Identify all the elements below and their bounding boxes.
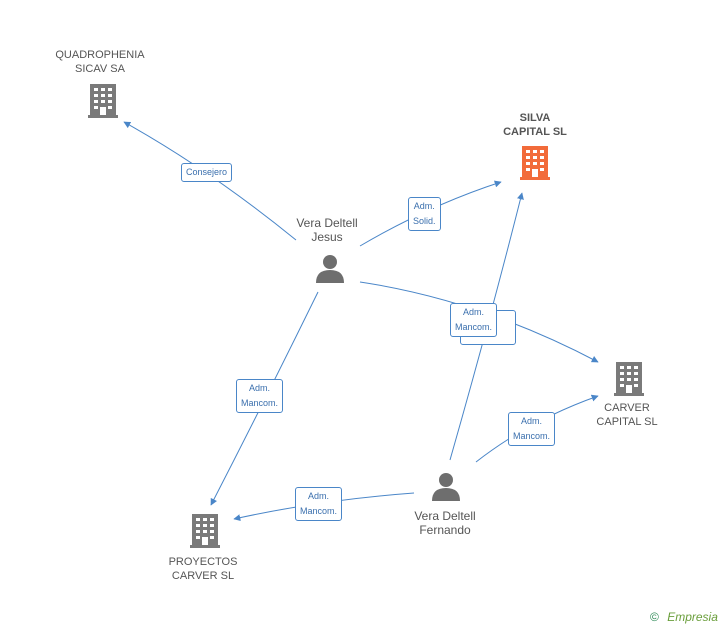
- edge-label-text: Adm.: [308, 491, 330, 501]
- edge-label-adm-solid[interactable]: Adm. Solid.: [408, 197, 441, 231]
- edge-label-adm-mancom-jesus-carver[interactable]: Adm. Mancom.: [450, 303, 498, 337]
- company-name-line2: CAPITAL SL: [596, 416, 658, 428]
- person-name-line1: Vera Deltell: [296, 216, 358, 230]
- edge-label-text: Mancom.: [241, 398, 279, 408]
- company-name-line2: CAPITAL SL: [503, 126, 567, 138]
- company-label-silva[interactable]: SILVA CAPITAL SL: [485, 111, 585, 139]
- building-icon[interactable]: [88, 84, 118, 118]
- company-name-line1: CARVER: [604, 402, 650, 414]
- person-name-line2: Jesus: [311, 230, 343, 244]
- company-name-line1: QUADROPHENIA: [55, 49, 145, 61]
- edge-label-text: Mancom.: [513, 431, 551, 441]
- edge-label-adm-mancom-fernando-carver[interactable]: Adm. Mancom.: [508, 412, 556, 446]
- person-name-line1: Vera Deltell: [414, 509, 476, 523]
- building-icon[interactable]: [190, 514, 220, 548]
- brand-name: Empresia: [667, 610, 718, 624]
- company-name-line2: CARVER SL: [171, 570, 235, 582]
- person-icon[interactable]: [432, 473, 460, 501]
- edge-label-text: Consejero: [186, 167, 228, 177]
- edge-label-text: Mancom.: [300, 506, 338, 516]
- company-name-line1: PROYECTOS: [168, 556, 238, 568]
- copyright-icon: ©: [650, 610, 659, 624]
- person-icon[interactable]: [316, 255, 344, 283]
- person-name-line2: Fernando: [419, 523, 471, 537]
- edge-label-text: Adm.: [463, 307, 485, 317]
- brand-watermark: © Empresia: [650, 610, 718, 624]
- edge-label-consejero[interactable]: Consejero: [181, 163, 233, 182]
- edge-label-text: Adm.: [413, 201, 435, 211]
- company-name-line2: SICAV SA: [75, 63, 125, 75]
- edge-label-adm-mancom-fernando-proyectos[interactable]: Adm. Mancom.: [295, 487, 343, 521]
- person-label-jesus[interactable]: Vera Deltell Jesus: [277, 216, 377, 244]
- company-name-line1: SILVA: [519, 112, 551, 124]
- edge-label-text: Adm.: [249, 383, 271, 393]
- company-label-carver[interactable]: CARVER CAPITAL SL: [577, 401, 677, 429]
- building-icon[interactable]: [614, 362, 644, 396]
- edge-label-adm-mancom-jesus-proyectos[interactable]: Adm. Mancom.: [236, 379, 284, 413]
- edge-label-text: Mancom.: [455, 322, 493, 332]
- building-icon[interactable]: [520, 146, 550, 180]
- company-label-proyectos[interactable]: PROYECTOS CARVER SL: [153, 555, 253, 583]
- person-label-fernando[interactable]: Vera Deltell Fernando: [395, 509, 495, 537]
- edge-label-text: Adm.: [521, 416, 543, 426]
- edge-label-text: Solid.: [413, 216, 436, 226]
- company-label-quadrophenia[interactable]: QUADROPHENIA SICAV SA: [50, 48, 150, 76]
